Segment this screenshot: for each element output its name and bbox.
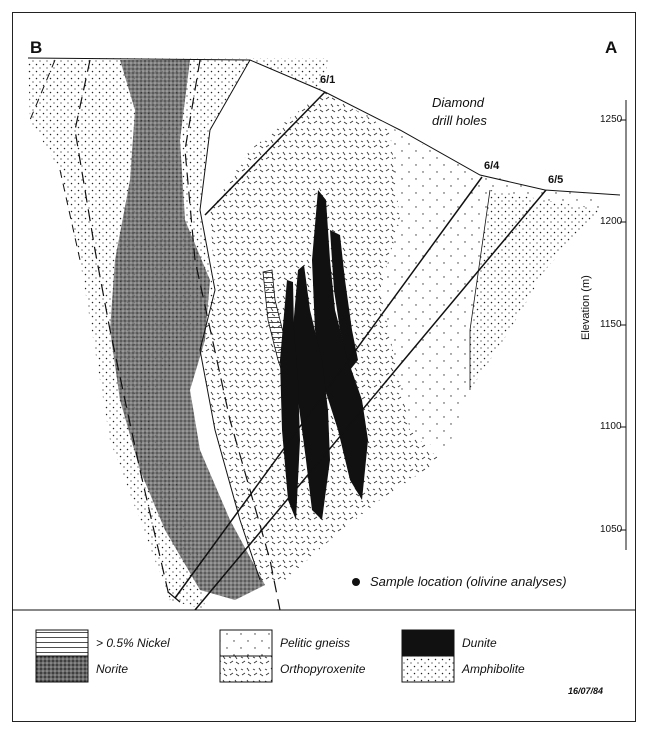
sample-location-text: Sample location (olivine analyses) bbox=[370, 574, 567, 589]
sample-location-note: Sample location (olivine analyses) bbox=[352, 574, 567, 589]
legend-label-dunite: Dunite bbox=[462, 636, 497, 650]
legend-swatch-orthopyroxenite bbox=[220, 656, 272, 682]
section-end-label-b: B bbox=[30, 38, 42, 58]
legend-label-orthopyroxenite: Orthopyroxenite bbox=[280, 662, 365, 676]
legend-swatch-nickel bbox=[36, 630, 88, 656]
legend-label-pelitic: Pelitic gneiss bbox=[280, 636, 350, 650]
legend-swatch-amphibolite bbox=[402, 656, 454, 682]
legend-label-nickel: > 0.5% Nickel bbox=[96, 636, 170, 650]
drill-hole-label-6-5: 6/5 bbox=[548, 174, 563, 186]
figure-date: 16/07/84 bbox=[568, 686, 603, 696]
elevation-tick-1100: 1100 bbox=[600, 421, 622, 432]
drill-holes-title-line2: drill holes bbox=[432, 112, 487, 130]
sample-dot-icon bbox=[352, 578, 360, 586]
elevation-tick-1200: 1200 bbox=[600, 216, 622, 227]
legend-swatch-pelitic bbox=[220, 630, 272, 656]
elevation-tick-1150: 1150 bbox=[600, 319, 622, 330]
drill-hole-label-6-1: 6/1 bbox=[320, 74, 335, 86]
legend-swatch-norite bbox=[36, 656, 88, 682]
elevation-axis-label: Elevation (m) bbox=[580, 275, 592, 340]
legend-label-norite: Norite bbox=[96, 662, 128, 676]
elevation-tick-1250: 1250 bbox=[600, 114, 622, 125]
elevation-tick-1050: 1050 bbox=[600, 524, 622, 535]
legend-label-amphibolite: Amphibolite bbox=[462, 662, 525, 676]
section-end-label-a: A bbox=[605, 38, 617, 58]
drill-holes-title: Diamond drill holes bbox=[432, 94, 487, 130]
drill-hole-label-6-4: 6/4 bbox=[484, 160, 499, 172]
drill-holes-title-line1: Diamond bbox=[432, 94, 487, 112]
legend-swatch-dunite bbox=[402, 630, 454, 656]
